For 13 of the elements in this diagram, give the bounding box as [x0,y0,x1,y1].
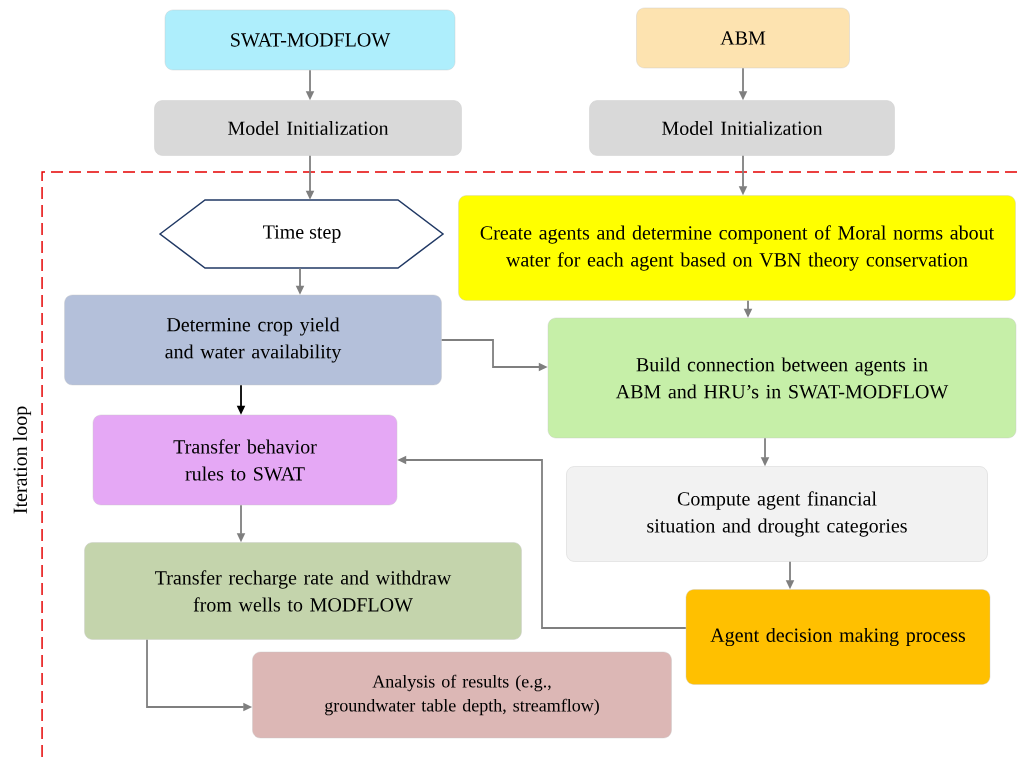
process-box: Model Initialization [589,100,895,156]
process-box: Transfer behavior rules to SWAT [92,414,398,506]
process-box: Analysis of results (e.g., groundwater table depth, streamflow) [252,651,672,739]
process-box: SWAT-MODFLOW [164,9,456,71]
process-box: Agent decision making process [685,589,991,685]
process-box: Compute agent financial situation and drought categories [566,466,988,562]
process-box: ABM [636,7,850,69]
process-box: Model Initialization [154,100,462,156]
process-box: Determine crop yield and water availability [64,294,442,386]
process-box: Build connection between agents in ABM and HRU’s in SWAT-MODFLOW [547,317,1017,439]
process-box: Create agents and determine component of Moral norms about water for each agent based on VBN theory conservation [458,195,1016,301]
side-label: Iteration loop [12,406,32,514]
process-box: Transfer recharge rate and withdraw from wells to MODFLOW [84,542,522,640]
